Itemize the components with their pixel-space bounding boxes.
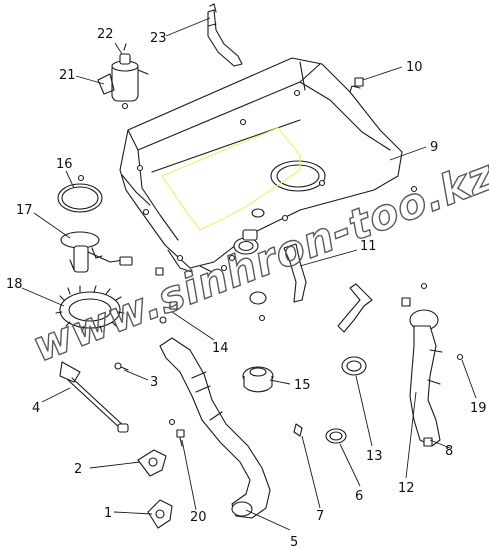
- callout-3: 3: [150, 375, 158, 390]
- filler-neck-pipe: [401, 297, 443, 447]
- highlighted-panel-outline: [161, 127, 301, 231]
- callout-1: 1: [104, 506, 112, 521]
- callout-21: 21: [59, 68, 76, 83]
- bracket-1: [147, 499, 173, 529]
- fuel-tank: [119, 57, 403, 273]
- filler-hose: [159, 337, 271, 519]
- bolt-small: [410, 185, 418, 193]
- callout-12: 12: [398, 481, 415, 496]
- bolt-20: [168, 418, 185, 447]
- callout-13: 13: [366, 449, 383, 464]
- bolt-19: [456, 353, 464, 361]
- callout-7: 7: [316, 509, 324, 524]
- clamp-6: [325, 428, 347, 444]
- bolt-10: [354, 77, 364, 87]
- level-sensor: [59, 361, 129, 433]
- callout-17: 17: [16, 203, 33, 218]
- fuel-filter-canister: [97, 43, 149, 110]
- callout-6: 6: [355, 489, 363, 504]
- bolt-14: [155, 267, 178, 324]
- callout-11: 11: [360, 239, 377, 254]
- bolt-small: [420, 282, 428, 290]
- vent-hose-small: [337, 283, 373, 333]
- callout-15: 15: [294, 378, 311, 393]
- callout-8: 8: [445, 444, 453, 459]
- callout-numbers: 23 22 21 10 9 16 17 18 11 14 3 15 19 4 1…: [6, 27, 487, 550]
- callout-22: 22: [97, 27, 114, 42]
- leader-lines: [21, 17, 477, 531]
- elbow-hose-11: [249, 243, 307, 322]
- callout-2: 2: [74, 462, 82, 477]
- callout-14: 14: [212, 341, 229, 356]
- callout-4: 4: [32, 401, 40, 416]
- gasket-ring: [57, 174, 103, 213]
- bracket-2: [137, 449, 167, 477]
- callout-9: 9: [430, 140, 438, 155]
- lock-ring: [55, 285, 125, 333]
- callout-10: 10: [406, 60, 423, 75]
- callout-23: 23: [150, 31, 167, 46]
- callout-20: 20: [190, 510, 207, 525]
- bolt-8: [423, 437, 433, 447]
- fuel-pump-assembly: [60, 231, 133, 273]
- vent-hose: [207, 3, 243, 67]
- seal-ring-13: [341, 356, 367, 376]
- bolt-3: [114, 362, 129, 371]
- filler-cap: [242, 366, 274, 393]
- callout-5: 5: [290, 535, 298, 550]
- clip-7: [293, 423, 303, 437]
- callout-16: 16: [56, 157, 73, 172]
- callout-18: 18: [6, 277, 23, 292]
- callout-19: 19: [470, 401, 487, 416]
